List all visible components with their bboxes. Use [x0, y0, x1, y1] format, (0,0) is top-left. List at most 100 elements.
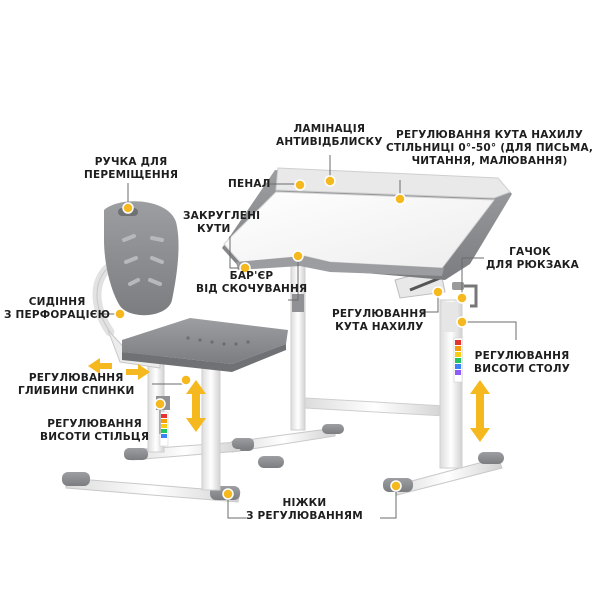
depth-arrow-right-icon — [126, 364, 150, 380]
label-lamination: ЛАМІНАЦІЯ АНТИВІДБЛИСКУ — [276, 123, 383, 149]
label-handle-line2: ПЕРЕМІЩЕННЯ — [84, 169, 179, 181]
label-seat: СИДІННЯ З ПЕРФОРАЦІЄЮ — [4, 296, 110, 322]
backpack-hook — [458, 284, 478, 308]
chair-backrest — [104, 201, 179, 316]
label-tilt-range: РЕГУЛЮВАННЯ КУТА НАХИЛУ СТІЛЬНИЦІ 0°-50°… — [386, 129, 593, 168]
dot-chair-height-icon — [154, 398, 166, 410]
scale-yellow — [455, 352, 461, 357]
backrest-slot-1 — [122, 234, 136, 242]
backrest-slot-3 — [124, 256, 138, 264]
desk-crossbar — [304, 397, 446, 417]
dot-legs-left-icon — [222, 488, 234, 500]
label-rounded-line1: ЗАКРУГЛЕНІ — [183, 210, 261, 222]
label-tilt-range-line3: ЧИТАННЯ, МАЛЮВАННЯ) — [411, 155, 568, 167]
label-tilt-range-line1: РЕГУЛЮВАННЯ КУТА НАХИЛУ — [396, 129, 584, 141]
label-pencil-case-line1: ПЕНАЛ — [228, 178, 271, 190]
label-seat-line2: З ПЕРФОРАЦІЄЮ — [4, 309, 111, 321]
backrest-slot-4 — [150, 256, 164, 264]
adjust-arrows — [88, 358, 490, 442]
gas-spring — [409, 276, 441, 292]
seat-perforation — [210, 340, 214, 344]
dot-legs-right-icon — [390, 480, 402, 492]
chair-back-foot-pad — [258, 456, 284, 468]
chair-scale-orange — [161, 419, 167, 423]
table-height-arrow-icon — [470, 380, 490, 442]
label-legs-line2: З РЕГУЛЮВАННЯМ — [246, 510, 363, 522]
backrest-slot-5 — [128, 278, 140, 286]
label-handle: РУЧКА ДЛЯ ПЕРЕМІЩЕННЯ — [84, 156, 178, 182]
seat-perforation — [222, 342, 226, 346]
desk-back-leg-block — [292, 294, 304, 312]
scale-blue — [455, 364, 461, 369]
dot-back-depth-icon — [180, 374, 192, 386]
seat-perforation — [246, 340, 250, 344]
label-legs: НІЖКИ З РЕГУЛЮВАННЯМ — [246, 497, 363, 523]
label-chair-height-line2: ВИСОТИ СТІЛЬЦЯ — [40, 431, 150, 443]
label-lamination-line1: ЛАМІНАЦІЯ — [293, 123, 366, 135]
dot-seat-icon — [114, 308, 126, 320]
chair-scale-red — [161, 414, 167, 418]
chair-scale-yellow — [161, 424, 167, 428]
backrest-slot-6 — [148, 278, 162, 286]
leader-barrier — [288, 256, 299, 301]
chair-front-foot-left — [62, 472, 90, 486]
label-handle-line1: РУЧКА ДЛЯ — [94, 156, 168, 168]
chair-back-foot-right — [232, 438, 254, 449]
chair-scale-green — [161, 429, 167, 433]
label-rounded: ЗАКРУГЛЕНІ КУТИ — [183, 210, 260, 236]
label-tilt-range-line2: СТІЛЬНИЦІ 0°-50° (ДЛЯ ПИСЬМА, — [386, 142, 594, 154]
leader-hook — [461, 257, 484, 296]
label-barrier-line2: ВІД СКОЧУВАННЯ — [196, 283, 308, 295]
dot-lamination-icon — [324, 175, 336, 187]
label-back-depth-line1: РЕГУЛЮВАННЯ — [28, 372, 124, 384]
desk-front-leg-inner — [444, 302, 458, 332]
dot-barrier-icon — [292, 250, 304, 262]
dot-handle-icon — [122, 202, 134, 214]
scale-violet — [455, 370, 461, 375]
leader-legs-right — [380, 486, 397, 519]
label-barrier: БАР'ЄР ВІД СКОЧУВАННЯ — [196, 270, 307, 296]
label-table-height-line2: ВИСОТИ СТОЛУ — [474, 363, 571, 375]
label-legs-line1: НІЖКИ — [282, 497, 327, 509]
chair-seat-front — [122, 344, 286, 372]
chair-seat — [122, 318, 288, 364]
label-tilt-adjust: РЕГУЛЮВАННЯ КУТА НАХИЛУ — [332, 308, 427, 334]
label-lamination-line2: АНТИВІДБЛИСКУ — [276, 136, 383, 148]
label-seat-line1: СИДІННЯ — [28, 296, 86, 308]
label-back-depth: РЕГУЛЮВАННЯ ГЛИБИНИ СПИНКИ — [18, 372, 134, 398]
leader-table-height — [462, 321, 517, 340]
label-hook-line2: ДЛЯ РЮКЗАКА — [486, 259, 579, 271]
label-hook-line1: ГАЧОК — [509, 246, 551, 258]
scale-orange — [455, 346, 461, 351]
scale-red — [455, 340, 461, 345]
chair-back-foot-left — [124, 448, 148, 460]
anti-roll-barrier — [236, 256, 444, 276]
dot-tilt-adjust-icon — [432, 286, 444, 298]
label-chair-height: РЕГУЛЮВАННЯ ВИСОТИ СТІЛЬЦЯ — [40, 418, 149, 444]
dot-table-height-icon — [456, 316, 468, 328]
scale-green — [455, 358, 461, 363]
label-barrier-line1: БАР'ЄР — [229, 270, 274, 282]
backrest-slot-2 — [150, 236, 164, 242]
seat-perforation — [198, 338, 202, 342]
leader-tilt-adjust — [422, 292, 439, 313]
pencil-tray — [275, 167, 511, 199]
dot-hook-icon — [456, 292, 468, 304]
dot-rounded-icon — [239, 262, 251, 274]
hook-knob — [452, 282, 464, 290]
desk-back-foot-right — [322, 424, 344, 434]
label-pencil-case: ПЕНАЛ — [228, 178, 271, 191]
desk-front-foot-right — [478, 452, 504, 464]
label-table-height-line1: РЕГУЛЮВАННЯ — [474, 350, 570, 362]
depth-arrow-left-icon — [88, 358, 112, 374]
label-rounded-line2: КУТИ — [197, 223, 231, 235]
label-back-depth-line2: ГЛИБИНИ СПИНКИ — [18, 385, 135, 397]
seat-perforation — [186, 336, 190, 340]
label-tilt-adjust-line2: КУТА НАХИЛУ — [335, 321, 424, 333]
dot-tilt-range-icon — [394, 193, 406, 205]
chair-height-arrow-icon — [186, 380, 206, 432]
callout-dots — [114, 175, 468, 500]
chair — [62, 201, 288, 503]
label-table-height: РЕГУЛЮВАННЯ ВИСОТИ СТОЛУ — [474, 350, 570, 376]
